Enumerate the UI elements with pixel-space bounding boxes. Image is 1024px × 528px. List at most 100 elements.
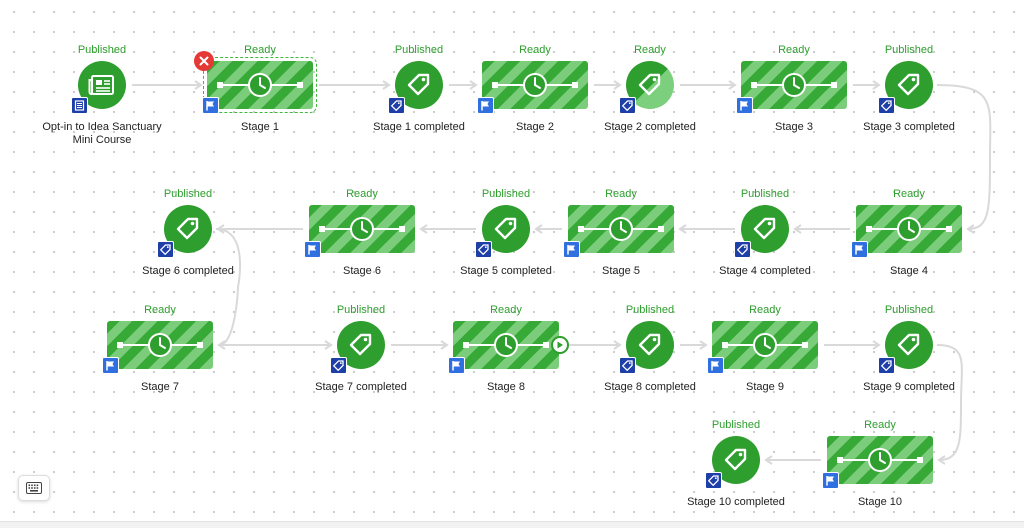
wait-stage-node[interactable] xyxy=(741,61,847,109)
connector-curve xyxy=(215,228,242,346)
node-label: Opt-in to Idea Sanctuary Mini Course xyxy=(42,121,162,146)
node-label: Stage 7 completed xyxy=(315,381,407,393)
tag-icon xyxy=(176,217,199,240)
timeline-clock-icon xyxy=(217,73,303,97)
wait-stage-node[interactable] xyxy=(827,436,933,484)
flag-icon xyxy=(826,476,834,486)
connector-arrow xyxy=(613,340,622,350)
connector-arrow xyxy=(728,80,737,90)
wait-stage-node[interactable] xyxy=(453,321,559,369)
tag-badge-icon xyxy=(737,244,748,255)
node-status: Ready xyxy=(244,44,276,56)
timeline-clock-icon xyxy=(117,333,203,357)
node-status: Published xyxy=(740,188,790,200)
node-label: Stage 2 xyxy=(516,121,554,133)
node-label: Stage 3 completed xyxy=(863,121,955,133)
connector-arrow xyxy=(534,224,543,234)
timeline-clock-icon xyxy=(866,217,952,241)
flag-icon xyxy=(711,361,719,371)
wait-stage-node[interactable] xyxy=(107,321,213,369)
node-label: Stage 5 completed xyxy=(460,265,552,277)
node-label: Stage 10 completed xyxy=(687,496,785,508)
node-label: Stage 1 completed xyxy=(373,121,465,133)
timeline-clock-icon xyxy=(319,217,405,241)
tag-badge-icon xyxy=(391,100,402,111)
tag-badge xyxy=(475,241,492,258)
connector-arrow xyxy=(872,340,881,350)
form-badge xyxy=(71,97,88,114)
timeline-clock-icon xyxy=(578,217,664,241)
timeline-clock-icon xyxy=(751,73,837,97)
node-label: Stage 7 xyxy=(141,381,179,393)
keyboard-shortcuts-button[interactable] xyxy=(18,475,50,501)
wait-stage-node[interactable] xyxy=(856,205,962,253)
tag-icon xyxy=(897,333,920,356)
newspaper-icon xyxy=(88,75,114,96)
connector-arrow xyxy=(324,340,333,350)
wait-stage-node[interactable] xyxy=(309,205,415,253)
flag-icon xyxy=(740,101,748,111)
run-stage-button[interactable] xyxy=(551,336,569,354)
tag-icon xyxy=(638,73,661,96)
connector-arrow xyxy=(440,340,449,350)
tag-badge-icon xyxy=(708,475,719,486)
tag-badge xyxy=(878,97,895,114)
node-label: Stage 8 xyxy=(487,381,525,393)
tag-badge xyxy=(734,241,751,258)
form-badge-icon xyxy=(74,100,85,111)
tag-icon xyxy=(897,73,920,96)
timeline-clock-icon xyxy=(463,333,549,357)
delete-node-button[interactable] xyxy=(194,51,214,71)
node-label: Stage 2 completed xyxy=(604,121,696,133)
tag-badge xyxy=(878,357,895,374)
wait-stage-node[interactable] xyxy=(482,61,588,109)
node-status: Published xyxy=(394,44,444,56)
node-status: Published xyxy=(711,419,761,431)
tag-badge-icon xyxy=(622,360,633,371)
connector-arrow xyxy=(217,340,226,350)
connector-arrow xyxy=(194,80,203,90)
wait-stage-node[interactable] xyxy=(712,321,818,369)
node-status: Ready xyxy=(144,304,176,316)
node-status: Ready xyxy=(605,188,637,200)
tag-badge xyxy=(619,357,636,374)
keyboard-icon xyxy=(26,482,42,494)
flag-badge xyxy=(102,357,119,374)
tag-badge-icon xyxy=(881,100,892,111)
node-status: Published xyxy=(77,44,127,56)
flag-icon xyxy=(567,245,575,255)
node-status: Published xyxy=(884,304,934,316)
wait-stage-node[interactable] xyxy=(568,205,674,253)
flag-badge xyxy=(736,97,753,114)
flag-badge xyxy=(563,241,580,258)
flag-icon xyxy=(481,101,489,111)
node-status: Published xyxy=(625,304,675,316)
connector-arrow xyxy=(469,80,478,90)
node-status: Published xyxy=(884,44,934,56)
node-status: Ready xyxy=(634,44,666,56)
connector-arrow xyxy=(937,455,946,465)
node-status: Published xyxy=(481,188,531,200)
node-status: Ready xyxy=(490,304,522,316)
tag-icon xyxy=(349,333,372,356)
wait-stage-node[interactable] xyxy=(203,57,317,113)
node-label: Stage 3 xyxy=(775,121,813,133)
node-label: Stage 4 completed xyxy=(719,265,811,277)
connector-arrow xyxy=(613,80,622,90)
connector-arrow xyxy=(872,80,881,90)
tag-badge xyxy=(705,472,722,489)
flag-icon xyxy=(452,361,460,371)
tag-badge xyxy=(157,241,174,258)
connector-arrow xyxy=(216,224,225,234)
flag-badge xyxy=(304,241,321,258)
node-status: Ready xyxy=(519,44,551,56)
node-status: Ready xyxy=(778,44,810,56)
bottom-scrollbar[interactable] xyxy=(0,521,1024,528)
connector-arrow xyxy=(764,455,773,465)
node-label: Stage 6 xyxy=(343,265,381,277)
node-label: Stage 8 completed xyxy=(604,381,696,393)
tag-icon xyxy=(494,217,517,240)
tag-badge-icon xyxy=(478,244,489,255)
tag-icon xyxy=(407,73,430,96)
